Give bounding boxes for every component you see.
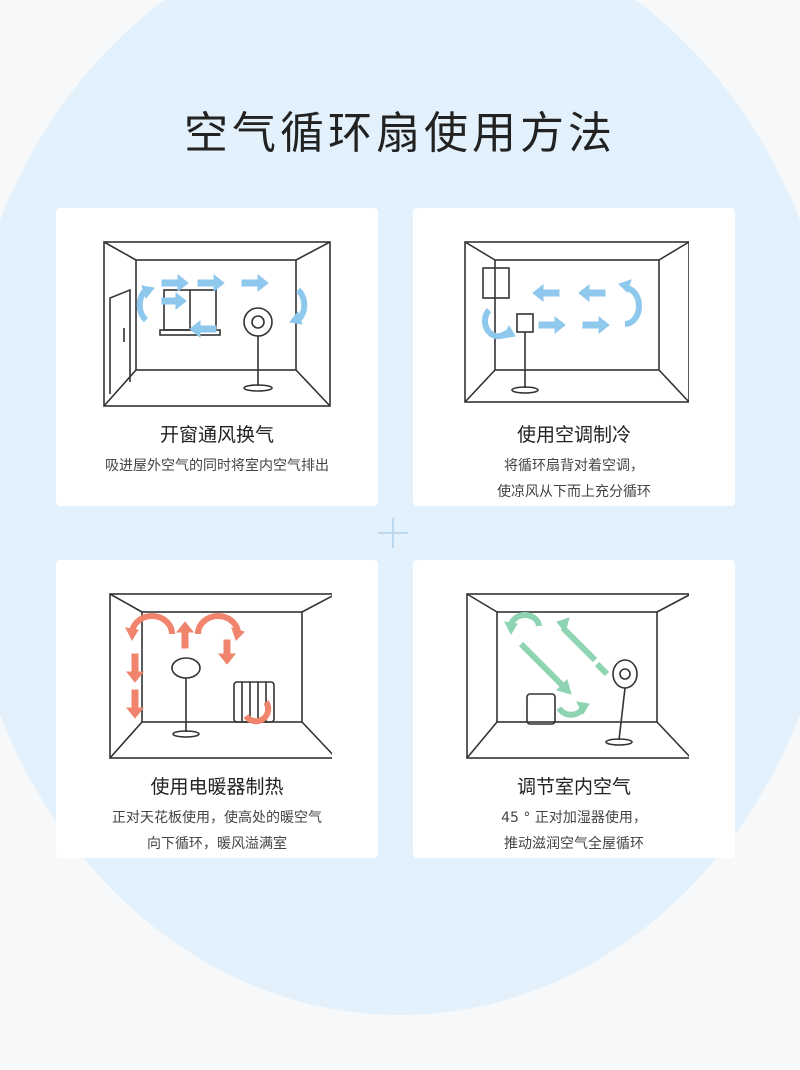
card-ac-cooling: 使用空调制冷 将循环扇背对着空调， 使凉风从下而上充分循环 [413, 208, 735, 506]
room-humidifier-illustration [466, 593, 689, 759]
card-description-line1: 正对天花板使用，使高处的暖空气 [112, 810, 322, 826]
room-heater-illustration [109, 593, 332, 759]
card-description-line2: 向下循环，暖风溢满室 [147, 836, 287, 852]
card-description: 吸进屋外空气的同时将室内空气排出 [105, 458, 329, 474]
airflow-arrows [136, 273, 308, 339]
card-description-line2: 推动滋润空气全屋循环 [504, 836, 644, 852]
room-ac-illustration [464, 241, 689, 403]
card-heater-warming: 使用电暖器制热 正对天花板使用，使高处的暖空气 向下循环，暖风溢满室 [56, 560, 378, 858]
card-humidifier: 调节室内空气 45 ° 正对加湿器使用， 推动滋润空气全屋循环 [413, 560, 735, 858]
card-title: 使用电暖器制热 [150, 776, 284, 798]
room-window-illustration [103, 241, 331, 407]
page-title: 空气循环扇使用方法 [184, 108, 616, 160]
airflow-arrows [481, 279, 642, 340]
card-description-line1: 将循环扇背对着空调， [504, 458, 644, 474]
airflow-arrows [125, 613, 272, 725]
card-description-line1: 45 ° 正对加湿器使用， [501, 810, 647, 826]
card-window-ventilation: 开窗通风换气 吸进屋外空气的同时将室内空气排出 [56, 208, 378, 506]
card-title: 使用空调制冷 [516, 424, 631, 446]
airflow-arrows [504, 611, 610, 718]
card-title: 调节室内空气 [516, 776, 631, 798]
plus-divider-icon [378, 518, 408, 548]
card-title: 开窗通风换气 [159, 424, 274, 446]
card-description-line2: 使凉风从下而上充分循环 [497, 484, 651, 500]
